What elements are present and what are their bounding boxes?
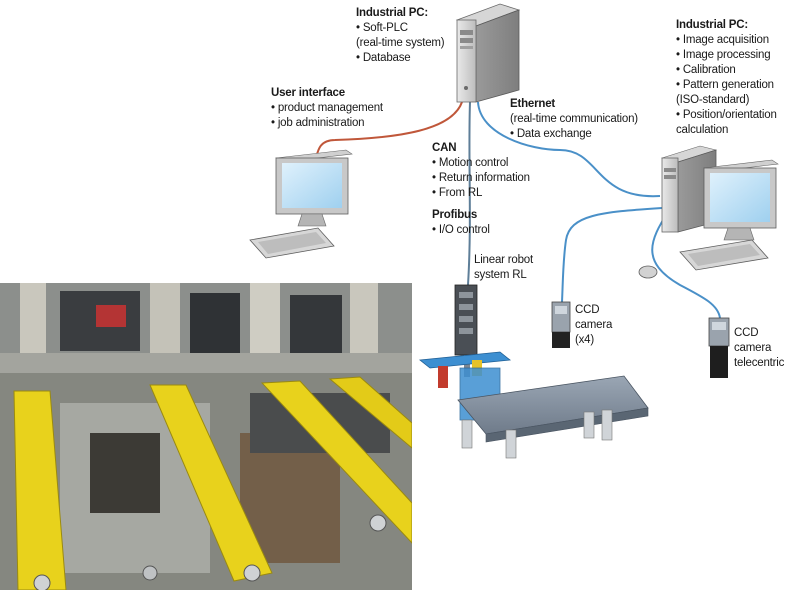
label-can-item: Motion control <box>432 156 530 171</box>
label-can: CAN Motion control Return information Fr… <box>432 141 530 201</box>
ccd-camera-telecentric-icon <box>708 317 730 378</box>
conveyor-photo <box>0 283 412 590</box>
label-pc-main: Industrial PC: Soft-PLC (real-time syste… <box>356 6 445 66</box>
label-pc-vision-item: Calibration <box>676 63 777 78</box>
label-ethernet: Ethernet (real-time communication) Data … <box>510 97 638 142</box>
desktop-computer-icon <box>249 149 353 259</box>
label-ccd-camera-line: CCD <box>575 304 600 316</box>
label-ethernet-note: (real-time communication) <box>510 113 638 125</box>
label-user-interface-item: job administration <box>271 116 383 131</box>
label-pc-main-note: (real-time system) <box>356 37 445 49</box>
label-robot-line: system RL <box>474 269 527 281</box>
label-can-title: CAN <box>432 142 457 154</box>
label-can-item: Return information <box>432 171 530 186</box>
label-pc-main-item: Database <box>356 51 444 66</box>
label-ccd-telecentric-line: camera <box>734 342 772 354</box>
label-ccd-camera: CCD camera (x4) <box>575 303 612 348</box>
tower-computer-icon <box>455 3 521 103</box>
label-ethernet-title: Ethernet <box>510 98 556 110</box>
label-can-item: From RL <box>432 186 530 201</box>
ethernet-cable-vision <box>477 101 661 198</box>
label-ccd-camera-line: camera <box>575 319 613 331</box>
label-profibus: Profibus I/O control <box>432 208 490 238</box>
camera1-cable <box>561 207 663 303</box>
label-user-interface-title: User interface <box>271 87 345 99</box>
linear-robot-icon <box>418 284 512 421</box>
label-pc-main-title: Industrial PC: <box>356 7 428 19</box>
label-pc-vision-note: calculation <box>676 124 729 136</box>
label-pc-main-item: Soft-PLC <box>356 21 444 36</box>
vision-workstation-icon <box>638 145 779 279</box>
conveyor-photo-icon <box>0 283 412 590</box>
label-profibus-title: Profibus <box>432 209 478 221</box>
label-pc-vision-item: Image processing <box>676 48 777 63</box>
label-ccd-telecentric: CCD camera telecentric <box>734 326 784 371</box>
label-pc-vision-title: Industrial PC: <box>676 19 748 31</box>
label-ccd-telecentric-line: telecentric <box>734 357 785 369</box>
label-user-interface-item: product management <box>271 101 383 116</box>
label-ccd-camera-line: (x4) <box>575 334 595 346</box>
label-pc-vision: Industrial PC: Image acquisition Image p… <box>676 18 777 138</box>
label-pc-vision-item: Pattern generation <box>676 78 777 93</box>
ccd-camera-icon <box>551 301 571 348</box>
label-ccd-telecentric-line: CCD <box>734 327 759 339</box>
label-user-interface: User interface product management job ad… <box>271 86 383 131</box>
ui-cable <box>315 101 463 159</box>
label-pc-vision-item: Image acquisition <box>676 33 777 48</box>
label-pc-vision-note: (ISO-standard) <box>676 94 750 106</box>
label-robot-line: Linear robot <box>474 254 533 266</box>
label-pc-vision-item: Position/orientation <box>676 108 777 123</box>
camera2-cable <box>651 211 721 319</box>
label-ethernet-item: Data exchange <box>510 127 638 142</box>
label-profibus-item: I/O control <box>432 223 490 238</box>
label-robot: Linear robot system RL <box>474 253 533 283</box>
conveyor-icon <box>457 375 649 459</box>
